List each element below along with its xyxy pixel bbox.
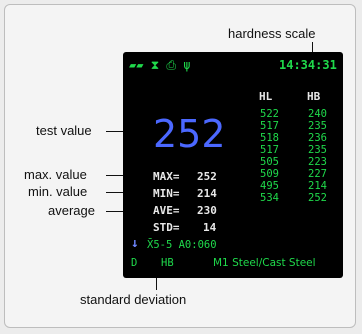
reading-hb: 235 (308, 120, 327, 132)
reading-hb: 214 (308, 180, 327, 192)
std-value: 14 (203, 221, 217, 234)
hardness-scale-label: hardness scale (228, 26, 316, 41)
ave-label: AVE= (153, 204, 180, 217)
hourglass-icon: ⧗ (150, 58, 160, 72)
reading-hl: 517 (260, 120, 279, 132)
mean-count-readout: X̄5-5 A0:060 (147, 239, 217, 251)
reading-hl: 495 (260, 180, 279, 192)
min-label: MIN= (153, 187, 180, 200)
column-header-hl: HL (259, 90, 273, 103)
max-label: MAX= (153, 170, 180, 183)
d-indicator: D (131, 257, 138, 269)
max-value: 252 (197, 170, 217, 183)
status-icons: ▰▰ ⧗ ⎙ ψ (129, 58, 190, 73)
std-label: STD= (153, 221, 180, 234)
reading-hl: 534 (260, 192, 279, 204)
reading-hl: 518 (260, 132, 279, 144)
max-value-label: max. value (24, 167, 87, 182)
reading-hb: 227 (308, 168, 327, 180)
reading-hl: 522 (260, 108, 279, 120)
reading-hl: 517 (260, 144, 279, 156)
clock-time: 14:34:31 (279, 58, 337, 72)
reading-hb: 235 (308, 144, 327, 156)
reading-hl: 509 (260, 168, 279, 180)
reading-hb: 252 (308, 192, 327, 204)
battery-icon: ▰▰ (129, 58, 144, 72)
reading-hb: 223 (308, 156, 327, 168)
ave-value: 230 (197, 204, 217, 217)
reading-hb: 236 (308, 132, 327, 144)
reading-hb: 240 (308, 108, 327, 120)
reading-hl: 505 (260, 156, 279, 168)
column-header-hb: HB (307, 90, 321, 103)
hb-indicator: HB (161, 257, 174, 269)
material-indicator: M1 Steel/Cast Steel (213, 257, 316, 269)
printer-icon: ⎙ (166, 58, 176, 72)
down-arrow-icon: ↓ (131, 236, 139, 251)
standard-deviation-label: standard deviation (80, 292, 187, 307)
min-value-label: min. value (28, 184, 88, 199)
antenna-icon: ψ (183, 58, 191, 72)
device-screen: ▰▰ ⧗ ⎙ ψ 14:34:31 HL HB 252 522 240 517 235… (123, 52, 343, 278)
min-value: 214 (197, 187, 217, 200)
test-value-label: test value (36, 123, 92, 138)
average-label: average (48, 203, 95, 218)
test-value-display: 252 (153, 112, 226, 156)
